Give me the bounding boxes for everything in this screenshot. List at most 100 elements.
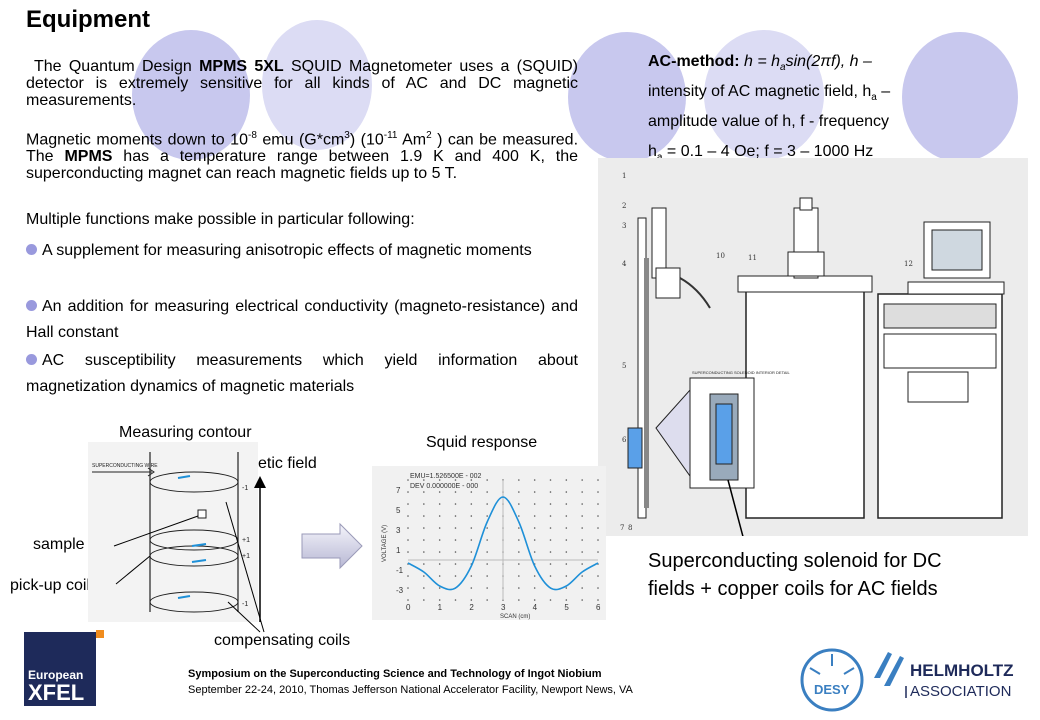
squid-grid-dot	[565, 551, 568, 553]
squid-grid-dot	[454, 479, 457, 481]
bullet-dot-icon	[26, 354, 37, 365]
squid-grid-dot	[407, 527, 409, 529]
squid-grid-dot	[486, 479, 488, 481]
squid-grid-dot	[549, 575, 552, 577]
coil-mark-3: +1	[242, 553, 250, 560]
diagram-number-4: 4	[622, 260, 627, 268]
squid-grid-dot	[454, 503, 457, 505]
squid-grid-dot	[518, 491, 520, 493]
ac-method-line-2: intensity of AC magnetic field, ha –	[648, 83, 891, 104]
squid-grid-dot	[565, 575, 568, 577]
squid-grid-dot	[407, 575, 409, 577]
decor-circle-2	[262, 20, 372, 150]
squid-grid-dot	[407, 539, 409, 541]
squid-grid-dot	[581, 515, 583, 517]
squid-grid-dot	[565, 503, 568, 505]
intro-paragraph-1: The Quantum Design MPMS 5XL SQUID Magnet…	[26, 58, 578, 109]
squid-response-plot: EMU=1.526500E - 002 DEV 0.000000E - 000 …	[372, 466, 606, 620]
squid-grid-dot	[518, 563, 520, 565]
squid-grid-dot	[518, 599, 520, 601]
squid-grid-dot	[565, 527, 568, 529]
decor-circle-4	[704, 30, 824, 160]
squid-grid-dot	[438, 515, 441, 517]
bullet-item-2: An addition for measuring electrical con…	[26, 298, 578, 341]
squid-grid-dot	[549, 479, 552, 481]
squid-grid-dot	[597, 539, 599, 541]
squid-grid-dot	[423, 563, 425, 565]
squid-emu-readout: EMU=1.526500E - 002	[410, 473, 482, 480]
squid-grid-dot	[454, 599, 457, 601]
measuring-contour-diagram: SUPERCONDUCTING WIRE -1 +1 +1 -1	[88, 442, 266, 633]
squid-grid-dot	[423, 575, 425, 577]
ac-method-line-3: amplitude value of h, f - frequency	[648, 113, 890, 131]
squid-grid-dot	[533, 479, 536, 481]
ac-method-line-1: AC-method: h = hasin(2πf), h –	[648, 53, 872, 74]
squid-grid-dot	[581, 479, 583, 481]
squid-dev-readout: DEV 0.000000E - 000	[410, 483, 478, 490]
squid-grid-dot	[470, 527, 473, 529]
squid-grid-dot	[533, 515, 536, 517]
squid-x-axis-label: SCAN (cm)	[500, 614, 530, 620]
decor-circle-5	[902, 32, 1018, 162]
squid-grid-dot	[533, 599, 536, 601]
squid-grid-dot	[407, 587, 409, 589]
diagram-number-3: 3	[622, 222, 626, 230]
label-compensating-coils: compensating coils	[214, 632, 351, 649]
squid-grid-dot	[454, 551, 457, 553]
diagram-number-2: 2	[622, 202, 626, 210]
squid-grid-dot	[549, 539, 552, 541]
squid-grid-dot	[454, 515, 457, 517]
squid-grid-dot	[438, 527, 441, 529]
squid-y-axis-label: VOLTAGE (V)	[382, 525, 388, 562]
squid-grid-dot	[486, 587, 488, 589]
squid-grid-dot	[486, 491, 488, 493]
desy-logo: DESY	[800, 648, 864, 712]
coil-mark-1: -1	[242, 485, 248, 492]
squid-grid-dot	[486, 563, 488, 565]
squid-grid-dot	[597, 491, 599, 493]
squid-grid-dot	[581, 563, 583, 565]
squid-grid-dot	[423, 491, 425, 493]
caption-line-1: Superconducting solenoid for DC	[648, 550, 942, 572]
squid-grid-dot	[597, 599, 599, 601]
squid-grid-dot	[597, 515, 599, 517]
squid-grid-dot	[454, 563, 457, 565]
squid-grid-dot	[533, 527, 536, 529]
diagram-number-5: 5	[622, 362, 626, 370]
squid-grid-dot	[549, 527, 552, 529]
squid-grid-dot	[597, 575, 599, 577]
intro-paragraph-3: Multiple functions make possible in part…	[26, 211, 415, 228]
diagram-number-1: 1	[622, 172, 626, 180]
squid-grid-dot	[454, 575, 457, 577]
squid-x-tick: 5	[564, 603, 569, 612]
squid-grid-dot	[470, 587, 473, 589]
ac-method-text: AC-method: h = hasin(2πf), h – intensity…	[648, 50, 988, 171]
squid-grid-dot	[518, 479, 520, 481]
squid-grid-dot	[423, 551, 425, 553]
squid-grid-dot	[486, 599, 488, 601]
squid-grid-dot	[581, 539, 583, 541]
squid-grid-dot	[549, 515, 552, 517]
squid-y-tick: 5	[396, 506, 401, 515]
squid-grid-dot	[486, 539, 488, 541]
squid-x-tick: 6	[596, 603, 601, 612]
squid-grid-dot	[454, 527, 457, 529]
squid-grid-dot	[454, 539, 457, 541]
squid-x-tick: 1	[438, 603, 443, 612]
squid-grid-dot	[407, 503, 409, 505]
squid-grid-dot	[581, 587, 583, 589]
squid-grid-dot	[423, 515, 425, 517]
decor-circle-1	[132, 30, 250, 160]
squid-grid-dot	[438, 551, 441, 553]
squid-grid-dot	[518, 587, 520, 589]
squid-grid-dot	[470, 539, 473, 541]
footer: Symposium on the Superconducting Science…	[188, 666, 633, 698]
mpms-equipment-diagram: 1 2 3 4 5 6 7 8 9 10 11 12 13 14 SUPERCO…	[598, 158, 1028, 536]
squid-grid-dot	[423, 587, 425, 589]
squid-grid-dot	[549, 563, 552, 565]
squid-x-tick: 3	[501, 603, 506, 612]
squid-grid-dot	[454, 491, 457, 493]
squid-grid-dot	[518, 575, 520, 577]
squid-grid-dot	[565, 587, 568, 589]
squid-grid-dot	[597, 587, 599, 589]
